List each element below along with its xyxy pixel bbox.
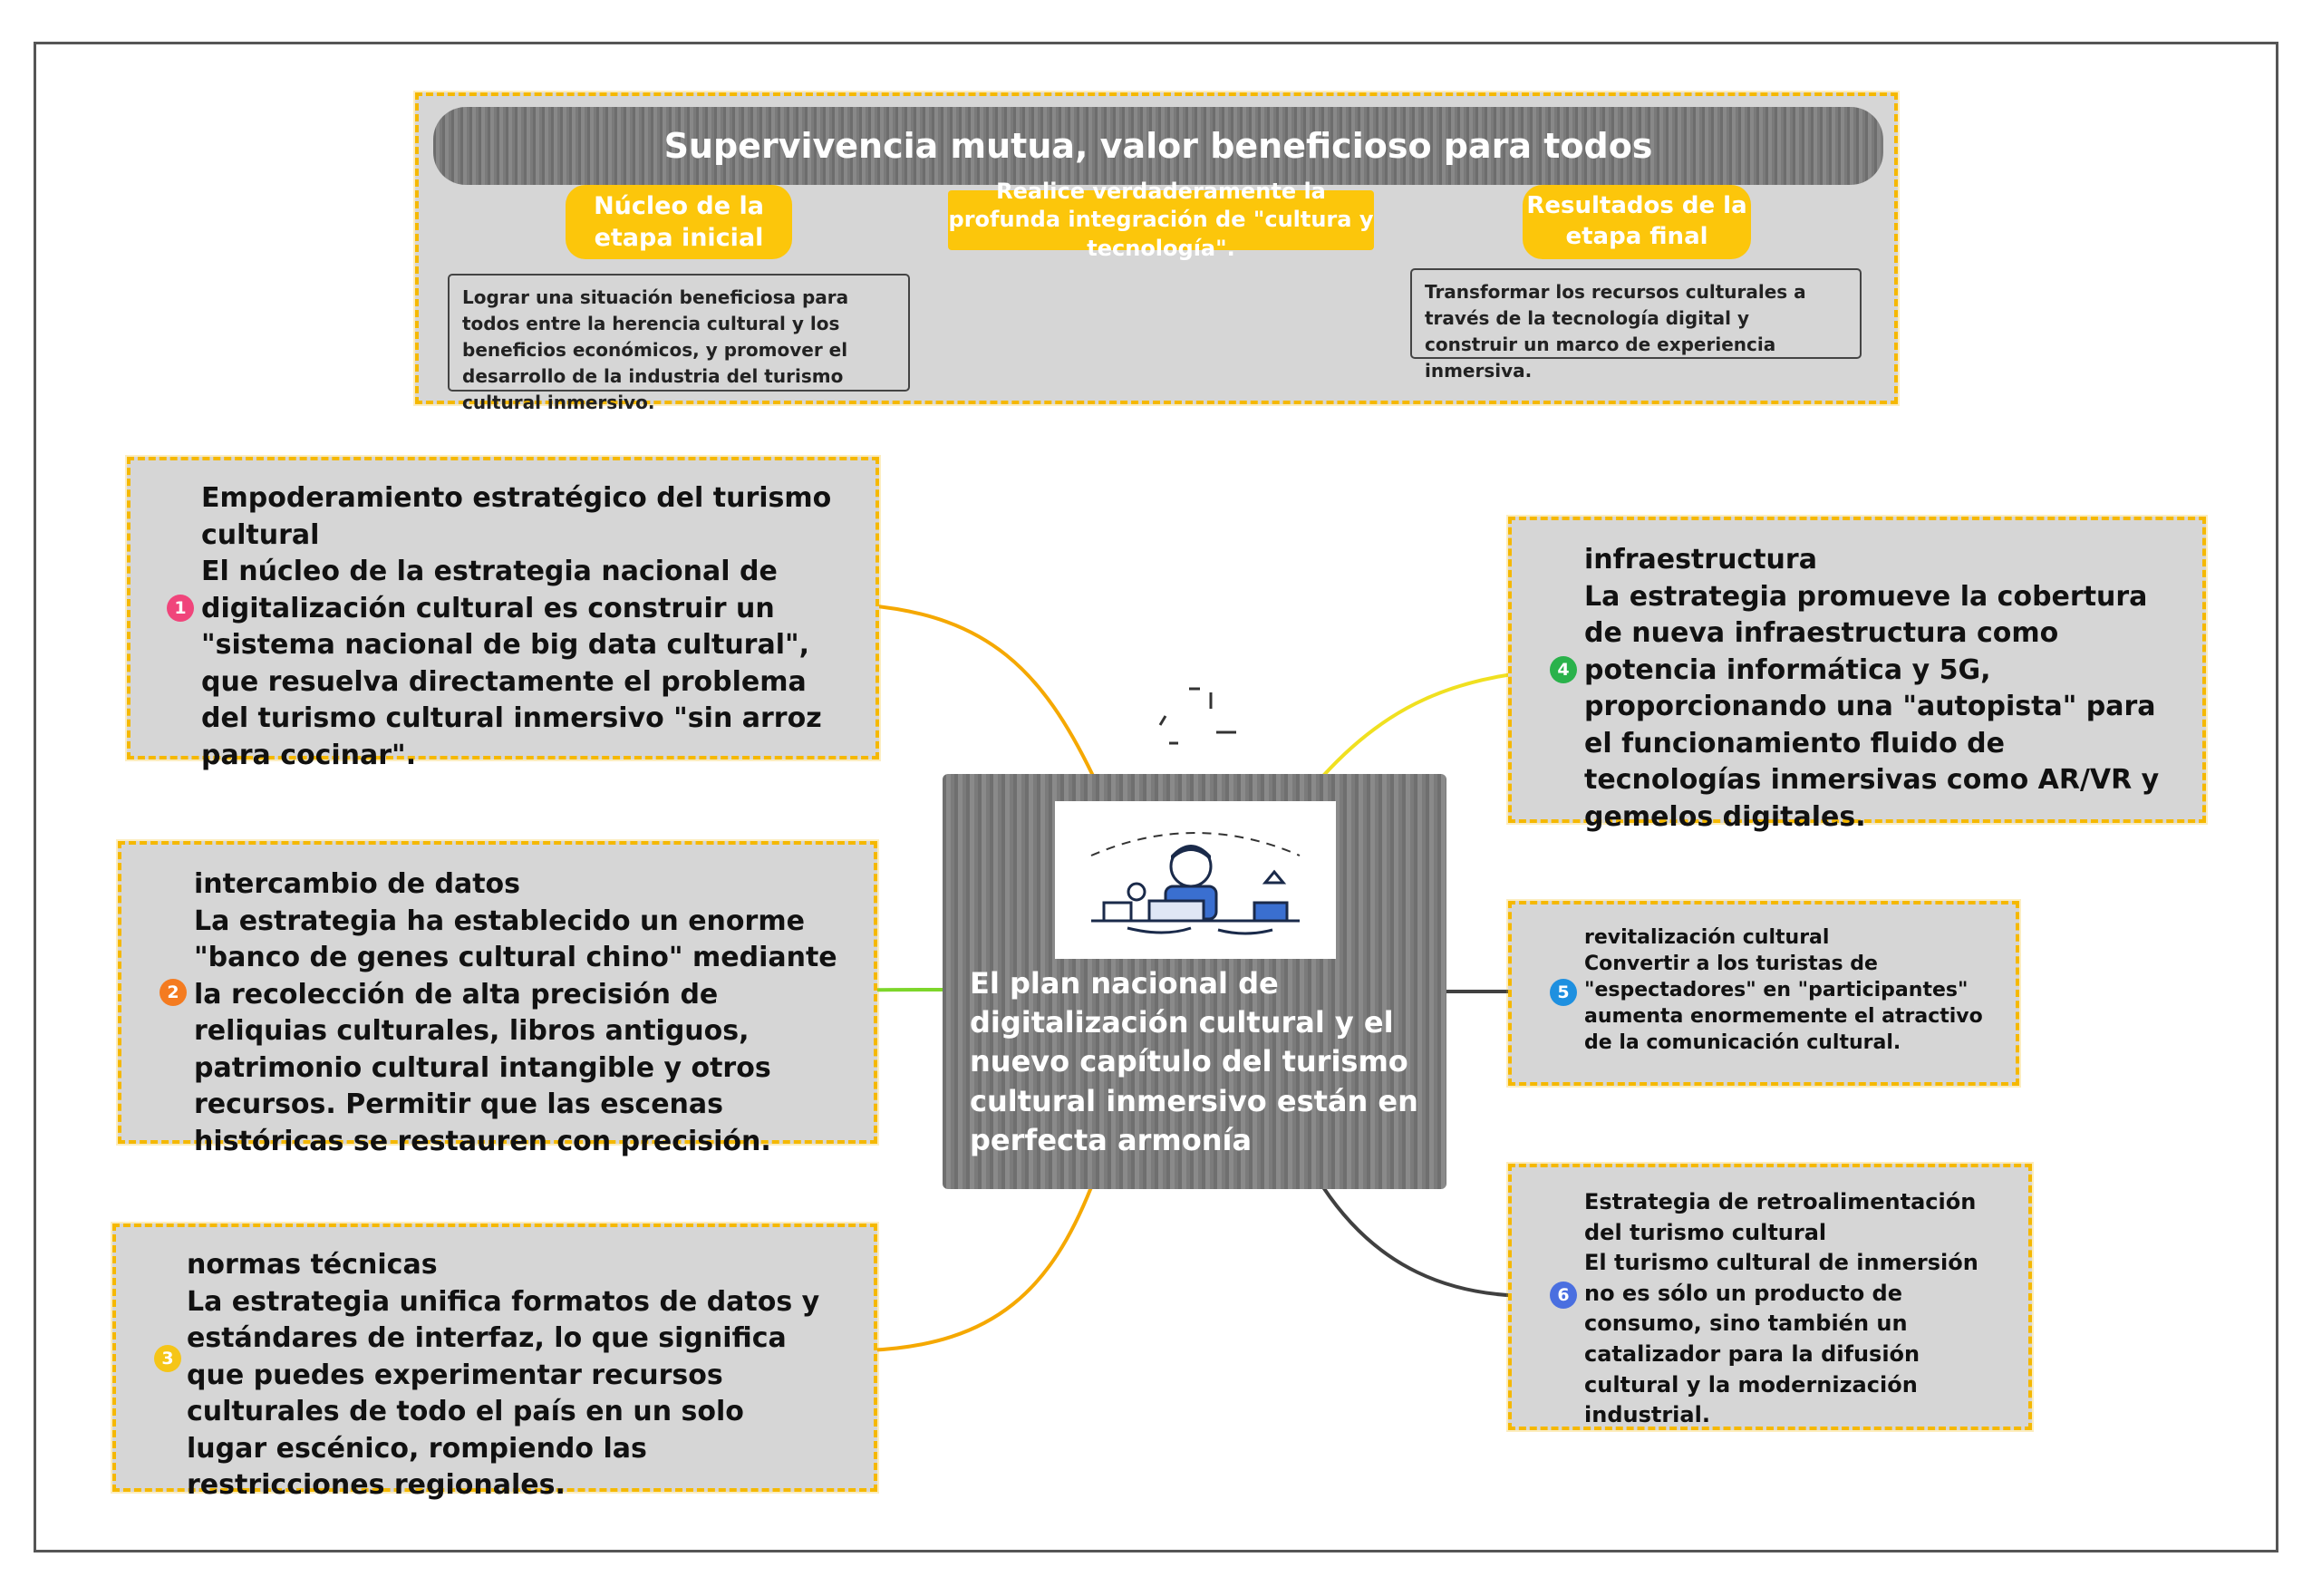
node-2-body: La estrategia ha establecido un enorme "…	[194, 904, 837, 1157]
badge-4: 4	[1550, 656, 1577, 683]
integration-tag: Realice verdaderamente la profunda integ…	[948, 179, 1374, 261]
link-node-3	[867, 1186, 1093, 1352]
node-6-body: El turismo cultural de inmersión no es s…	[1584, 1250, 1978, 1428]
final-stage-description: Transformar los recursos culturales a tr…	[1410, 268, 1862, 382]
node-3-body: La estrategia unifica formatos de datos …	[187, 1285, 820, 1502]
node-1-text: Empoderamiento estratégico del turismo c…	[201, 480, 836, 774]
node-feedback-strategy[interactable]	[1508, 1164, 2032, 1430]
node-infrastructure[interactable]	[1508, 517, 2206, 823]
node-1-body: El núcleo de la estrategia nacional de d…	[201, 556, 822, 771]
central-topic-title: El plan nacional de digitalización cultu…	[970, 966, 1418, 1157]
node-6-title: Estrategia de retroalimentación del turi…	[1584, 1189, 1977, 1245]
link-node-1	[867, 604, 1095, 777]
node-technical-standards[interactable]	[112, 1224, 877, 1492]
person-at-laptop-icon	[1090, 832, 1301, 935]
initial-stage-tag: Núcleo de la etapa inicial	[566, 185, 792, 259]
node-5-text: revitalización cultural Convertir a los …	[1584, 924, 1983, 1056]
node-5-body: Convertir a los turistas de "espectadore…	[1584, 953, 1983, 1055]
badge-6: 6	[1550, 1282, 1577, 1309]
central-illustration	[1055, 801, 1336, 959]
node-strategic-empowerment[interactable]	[127, 457, 879, 759]
final-stage-tag: Resultados de la etapa final	[1523, 185, 1751, 259]
node-4-title: infraestructura	[1584, 544, 1817, 576]
badge-5: 5	[1550, 979, 1577, 1006]
node-2-text: intercambio de datos La estrategia ha es…	[194, 866, 856, 1160]
link-node-4	[1321, 669, 1547, 778]
banner-title: Supervivencia mutua, valor beneficioso p…	[663, 126, 1653, 166]
badge-1: 1	[167, 595, 194, 622]
node-3-title: normas técnicas	[187, 1249, 438, 1281]
badge-3: 3	[154, 1345, 181, 1372]
node-4-body: La estrategia promueve la cobertura de n…	[1584, 580, 2160, 833]
node-data-exchange[interactable]	[118, 841, 877, 1144]
diagram-frame	[34, 42, 2278, 1552]
node-6-text: Estrategia de retroalimentación del turi…	[1584, 1187, 2003, 1431]
node-cultural-revitalization[interactable]	[1508, 901, 2019, 1086]
node-3-text: normas técnicas La estrategia unifica fo…	[187, 1247, 821, 1504]
node-2-title: intercambio de datos	[194, 868, 521, 900]
link-node-6	[1321, 1185, 1533, 1298]
summary-banner: Supervivencia mutua, valor beneficioso p…	[433, 107, 1883, 185]
badge-2: 2	[160, 979, 187, 1006]
sketch-marks	[1158, 687, 1236, 745]
node-1-title: Empoderamiento estratégico del turismo c…	[201, 482, 832, 551]
node-4-text: infraestructura La estrategia promueve l…	[1584, 542, 2182, 836]
node-5-title: revitalización cultural	[1584, 926, 1830, 949]
initial-stage-description: Lograr una situación beneficiosa para to…	[448, 274, 910, 413]
